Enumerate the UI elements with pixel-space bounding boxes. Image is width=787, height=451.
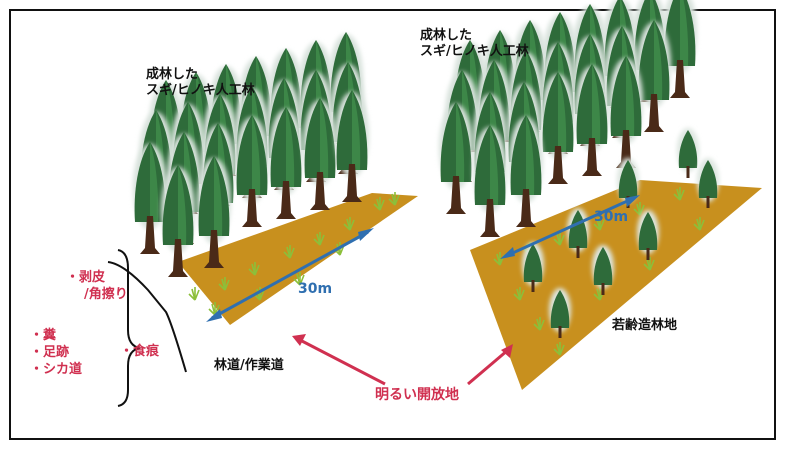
deer-trail-label: ・シカ道 (30, 362, 83, 377)
outer-bracket (117, 249, 141, 407)
right-title-line2: スギ/ヒノキ人工林 (420, 44, 529, 59)
left-distance-label: 30m (298, 281, 333, 297)
open-area-label: 明るい開放地 (375, 387, 459, 403)
feeding-marks-label: ・食痕 (120, 344, 160, 359)
left-distance-arrow (211, 230, 369, 320)
footprints-label: ・足跡 (30, 345, 70, 360)
dung-label: ・糞 (30, 328, 57, 343)
left-ground (178, 193, 418, 325)
right-forest (439, 0, 762, 390)
right-ground (470, 180, 762, 390)
inner-bracket (107, 261, 187, 373)
bark-peel-label-line2: /角擦り (84, 287, 128, 302)
right-distance-label: 30m (594, 209, 629, 225)
right-title-line1: 成林した (420, 28, 473, 43)
left-title-line1: 成林した (146, 67, 199, 82)
bark-peel-label-line1: ・剥皮 (66, 270, 106, 285)
right-distance-arrow (505, 196, 635, 258)
left-title-line2: スギ/ヒノキ人工林 (146, 83, 255, 98)
road-label: 林道/作業道 (214, 358, 284, 373)
young-forest-label: 若齢造林地 (612, 318, 678, 333)
left-forest (133, 32, 418, 325)
open-area-arrows (292, 334, 513, 386)
